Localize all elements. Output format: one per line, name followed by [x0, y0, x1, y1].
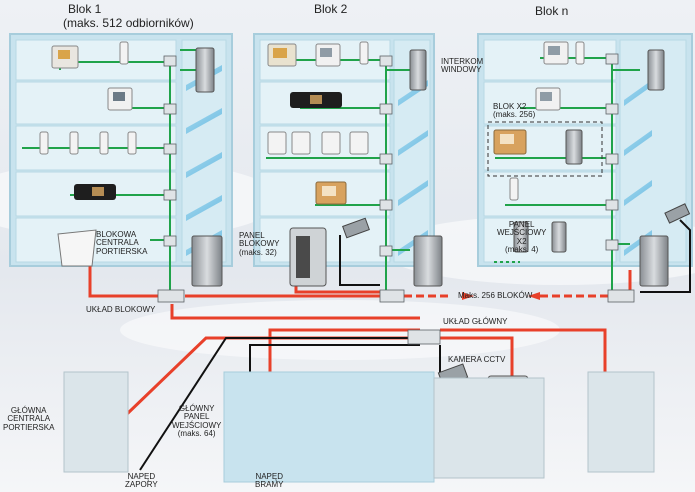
junction-boxes: [157, 53, 635, 345]
video-monitors: [51, 41, 569, 205]
block-1-title: Blok 1: [68, 2, 102, 16]
kamera-cctv-label: KAMERA CCTV: [448, 355, 506, 364]
door-panels: [191, 47, 669, 287]
blok-x2-label: BLOK X2(maks. 256): [493, 102, 536, 120]
block-1-subtitle: (maks. 512 odbiorników): [63, 16, 194, 30]
maks-blokow-label: Maks. 256 BLOKÓW: [458, 291, 533, 300]
blok-x2-group: [487, 121, 603, 177]
uklad-blokowy-label: UKŁAD BLOKOWY: [86, 305, 156, 314]
block-n-title: Blok n: [535, 4, 569, 18]
audio-handsets: [39, 41, 585, 201]
ground-buildings: [63, 371, 655, 483]
block-2-title: Blok 2: [314, 2, 348, 16]
uklad-glowny-label: UKŁAD GŁÓWNY: [443, 317, 508, 326]
